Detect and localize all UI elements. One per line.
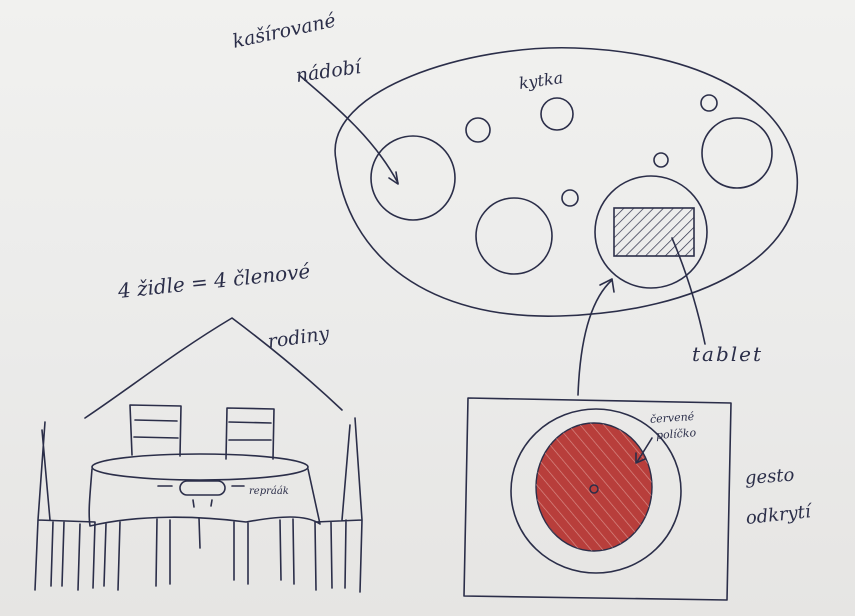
back-chair-left <box>130 405 181 456</box>
arrow-to-plate <box>299 75 398 183</box>
arrow-to-tablet-plate <box>578 280 612 395</box>
side-chair-left <box>35 422 95 590</box>
tablet-rect <box>614 208 694 256</box>
table-top-oval <box>335 48 797 316</box>
label-gesto: gesto <box>744 467 795 488</box>
small-plate-2 <box>541 98 573 130</box>
side-chair-right <box>315 418 362 592</box>
label-tablet: tablet <box>692 344 763 364</box>
small-plate-3 <box>562 190 578 206</box>
small-plate-5 <box>654 153 668 167</box>
plate-right <box>702 118 772 188</box>
table-legs <box>104 518 294 590</box>
label-repraak: repráák <box>249 487 289 497</box>
tablecloth-drape <box>89 469 320 526</box>
back-chair-right <box>226 408 274 459</box>
small-plate-4 <box>701 95 717 111</box>
speaker-box <box>180 481 225 495</box>
plate-left <box>371 136 455 220</box>
label-policko: políčko <box>656 427 697 441</box>
small-plate-1 <box>466 118 490 142</box>
plate-bottom <box>476 198 552 274</box>
tablecloth-top <box>92 454 308 480</box>
label-cerveny: červené <box>650 411 695 425</box>
